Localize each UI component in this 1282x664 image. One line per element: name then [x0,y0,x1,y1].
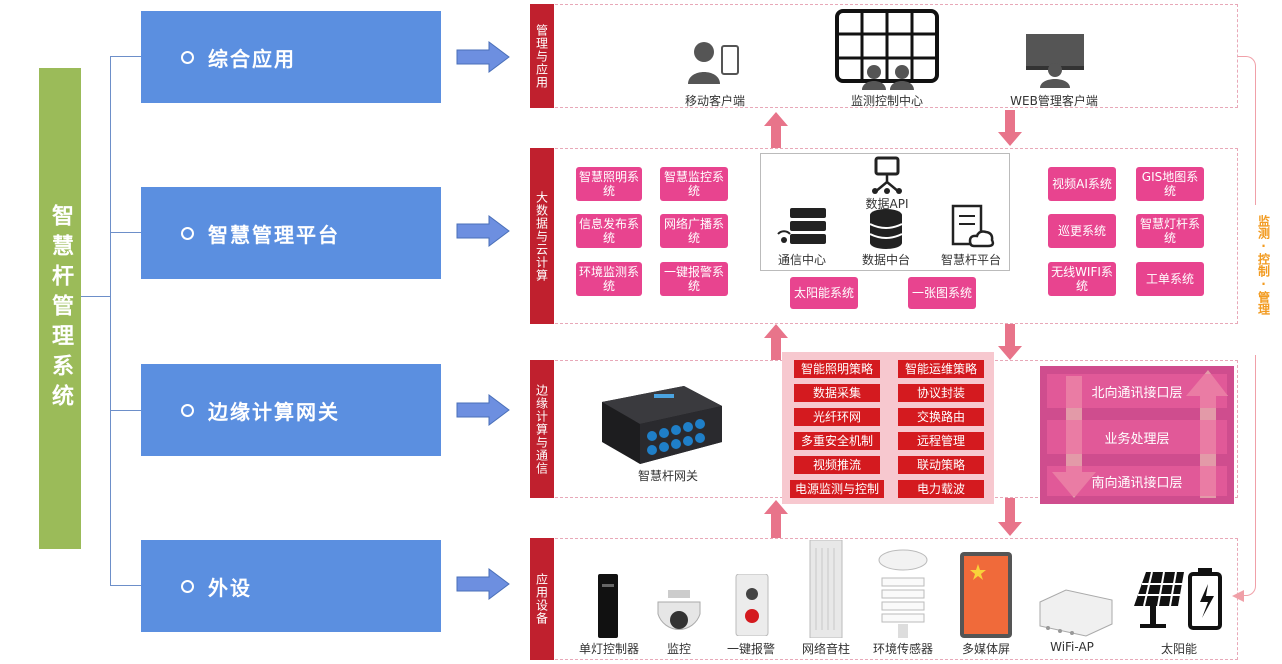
device-label: 太阳能 [1160,642,1197,656]
system-smart-monitoring[interactable]: 智慧监控系统 [660,167,728,201]
module-peripherals[interactable]: 外设 [141,540,441,632]
device-label: 网络音柱 [801,642,850,656]
layer-label-management: 管理与应用 [530,4,554,108]
gateway-label: 智慧杆网关 [637,469,698,483]
mobile-client-label: 移动客户端 [684,94,745,108]
side-label: 监测·控制·管理 [1256,215,1271,315]
system-one-key-alarm[interactable]: 一键报警系统 [660,262,728,296]
function-cell: 电力载波 [898,480,984,498]
bracket-arrow-icon [1232,590,1244,602]
monitor-center-label: 监测控制中心 [850,94,923,108]
north-interface-layer: 北向通讯接口层 [1047,374,1227,408]
mobile-client-icon [688,42,739,84]
platform-center-box [760,153,1010,271]
function-cell: 智能运维策略 [898,360,984,378]
function-cell: 多重安全机制 [794,432,880,450]
data-platform-label: 数据中台 [861,253,910,267]
function-cell: 远程管理 [898,432,984,450]
data-api-label: 数据API [865,197,909,211]
function-cell: 联动策略 [898,456,984,474]
function-cell: 协议封装 [898,384,984,402]
data-platform-icon [869,209,903,249]
module-edge-gateway[interactable]: 边缘计算网关 [141,364,441,456]
system-env-monitoring[interactable]: 环境监测系统 [576,262,642,296]
solar-icon [1134,568,1222,630]
side-label-bg [1252,205,1276,355]
function-cell: 视频推流 [794,456,880,474]
device-label: 单灯控制器 [578,642,639,656]
connector-1 [110,56,141,57]
system-smart-lighting[interactable]: 智慧照明系统 [576,167,642,201]
system-one-map[interactable]: 一张图系统 [908,277,976,309]
device-label: 一键报警 [726,642,775,656]
connector-4 [110,585,141,586]
device-label: 环境传感器 [872,642,933,656]
function-cell: 光纤环网 [794,408,880,426]
system-patrol[interactable]: 巡更系统 [1048,214,1116,248]
system-info-release[interactable]: 信息发布系统 [576,214,642,248]
function-cell: 电源监测与控制 [790,480,884,498]
system-gis-map[interactable]: GIS地图系统 [1136,167,1204,201]
system-solar[interactable]: 太阳能系统 [790,277,858,309]
layer-label-edge: 边缘计算与通信 [530,360,554,498]
arrow-down-icon [998,498,1022,536]
media-screen-icon [960,552,1012,638]
system-video-ai[interactable]: 视频AI系统 [1048,167,1116,201]
function-cell: 数据采集 [794,384,880,402]
camera-icon [657,590,701,630]
comm-center-label: 通信中心 [777,253,826,267]
monitor-wall-icon [835,9,939,90]
arrow-right-icon [456,41,510,73]
system-title: 智慧杆管理系统 [48,203,73,414]
device-label: WiFi-AP [1050,640,1094,654]
arrow-up-icon [764,112,788,148]
layer-label-devices: 应用设备 [530,538,554,660]
env-sensor-icon [878,549,928,638]
business-layer: 业务处理层 [1047,420,1227,454]
device-label: 监控 [666,642,691,656]
system-work-order[interactable]: 工单系统 [1136,262,1204,296]
connector-2 [110,232,141,233]
wifi-ap-icon [1039,589,1113,637]
alarm-icon [735,574,769,636]
module-platform[interactable]: 智慧管理平台 [141,187,441,279]
layer-label-platform: 大数据与云计算 [530,148,554,324]
south-interface-layer: 南向通讯接口层 [1047,466,1227,496]
arrow-right-icon [456,394,510,426]
module-application[interactable]: 综合应用 [141,11,441,103]
arrow-right-icon [456,215,510,247]
function-cell: 智能照明策略 [794,360,880,378]
system-smart-pole[interactable]: 智慧灯杆系统 [1136,214,1204,248]
speaker-column-icon [809,540,843,638]
system-network-broadcast[interactable]: 网络广播系统 [660,214,728,248]
system-wireless-wifi[interactable]: 无线WIFI系统 [1048,262,1116,296]
gateway-device-icon [602,386,722,464]
comm-center-icon [777,208,826,244]
data-api-icon [872,156,902,194]
device-label: 多媒体屏 [961,642,1010,656]
connector-vertical [110,56,111,586]
lamp-controller-icon [598,574,618,638]
connector-3 [110,410,141,411]
connector-main [81,296,111,297]
web-client-icon [1026,34,1084,88]
web-client-label: WEB管理客户端 [1010,94,1098,108]
arrow-down-icon [998,110,1022,146]
system-title-bar: 智慧杆管理系统 [39,68,81,549]
arrow-down-icon [998,324,1022,360]
arrow-up-icon [764,500,788,538]
arrow-up-icon [764,324,788,360]
arrow-right-icon [456,568,510,600]
function-cell: 交换路由 [898,408,984,426]
smart-pole-platform-icon [951,204,995,248]
smart-pole-platform-label: 智慧杆平台 [940,253,1001,267]
